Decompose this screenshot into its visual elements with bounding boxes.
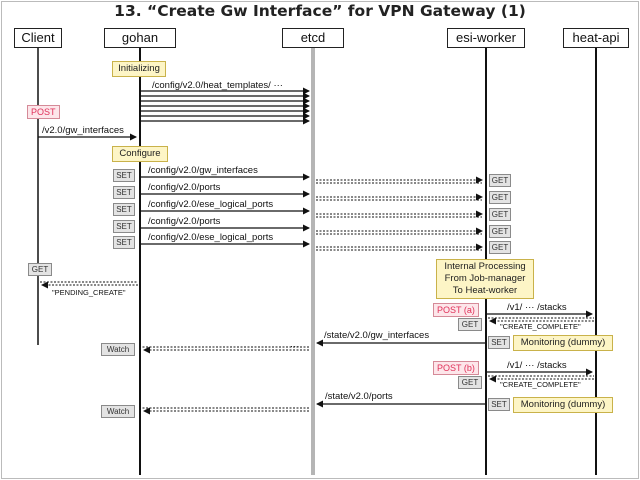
chip-get-b: GET <box>458 376 482 389</box>
chip-get-2: GET <box>489 191 511 204</box>
label-state-gw: /state/v2.0/gw_interfaces <box>324 330 430 341</box>
actor-esi-worker: esi-worker <box>447 28 525 48</box>
chip-get-1: GET <box>489 174 511 187</box>
label-complete-b: "CREATE_COMPLETE" <box>500 380 581 389</box>
chip-set-2: SET <box>113 186 135 199</box>
chip-set-4: SET <box>113 220 135 233</box>
label-pending-create: "PENDING_CREATE" <box>52 288 126 297</box>
actor-heat-api: heat-api <box>563 28 629 48</box>
label-heat-templates: /config/v2.0/heat_templates/ ··· <box>152 80 283 91</box>
label-set-4: /config/v2.0/ports <box>148 216 221 227</box>
label-set-1: /config/v2.0/gw_interfaces <box>148 165 258 176</box>
chip-set-3: SET <box>113 203 135 216</box>
note-configure: Configure <box>112 146 168 162</box>
label-complete-a: "CREATE_COMPLETE" <box>500 322 581 331</box>
diagram-title: 13. “Create Gw Interface” for VPN Gatewa… <box>114 2 526 20</box>
chip-get-client: GET <box>28 263 52 276</box>
note-monitoring-b: Monitoring (dummy) <box>513 397 613 413</box>
label-set-2: /config/v2.0/ports <box>148 182 221 193</box>
chip-get-3: GET <box>489 208 511 221</box>
chip-get-5: GET <box>489 241 511 254</box>
note-internal-processing: Internal Processing From Job-manager To … <box>436 259 534 299</box>
actor-client: Client <box>14 28 62 48</box>
chip-post-a: POST (a) <box>433 303 479 317</box>
label-set-5: /config/v2.0/ese_logical_ports <box>148 232 274 243</box>
label-state-ports: /state/v2.0/ports <box>325 391 393 402</box>
label-stacks-a: /v1/ ··· /stacks <box>507 302 567 313</box>
chip-set-1: SET <box>113 169 135 182</box>
chip-get-4: GET <box>489 225 511 238</box>
label-set-3: /config/v2.0/ese_logical_ports <box>148 199 274 210</box>
chip-post: POST <box>27 105 60 119</box>
note-internal-line-2: From Job-manager <box>444 273 526 284</box>
chip-set-esi-b: SET <box>488 398 510 411</box>
label-stacks-b: /v1/ ··· /stacks <box>507 360 567 371</box>
label-watch-dots-a: ··· <box>290 341 300 352</box>
chip-set-5: SET <box>113 236 135 249</box>
chip-watch-b: Watch <box>101 405 135 418</box>
chip-get-a: GET <box>458 318 482 331</box>
chip-watch-a: Watch <box>101 343 135 356</box>
actor-gohan: gohan <box>104 28 176 48</box>
actor-etcd: etcd <box>282 28 344 48</box>
note-internal-line-1: Internal Processing <box>444 261 526 272</box>
label-post-gw: /v2.0/gw_interfaces <box>42 125 124 136</box>
chip-set-esi-a: SET <box>488 336 510 349</box>
note-initializing: Initializing <box>112 61 166 77</box>
chip-post-b: POST (b) <box>433 361 479 375</box>
note-monitoring-a: Monitoring (dummy) <box>513 335 613 351</box>
note-internal-line-3: To Heat-worker <box>452 285 518 296</box>
